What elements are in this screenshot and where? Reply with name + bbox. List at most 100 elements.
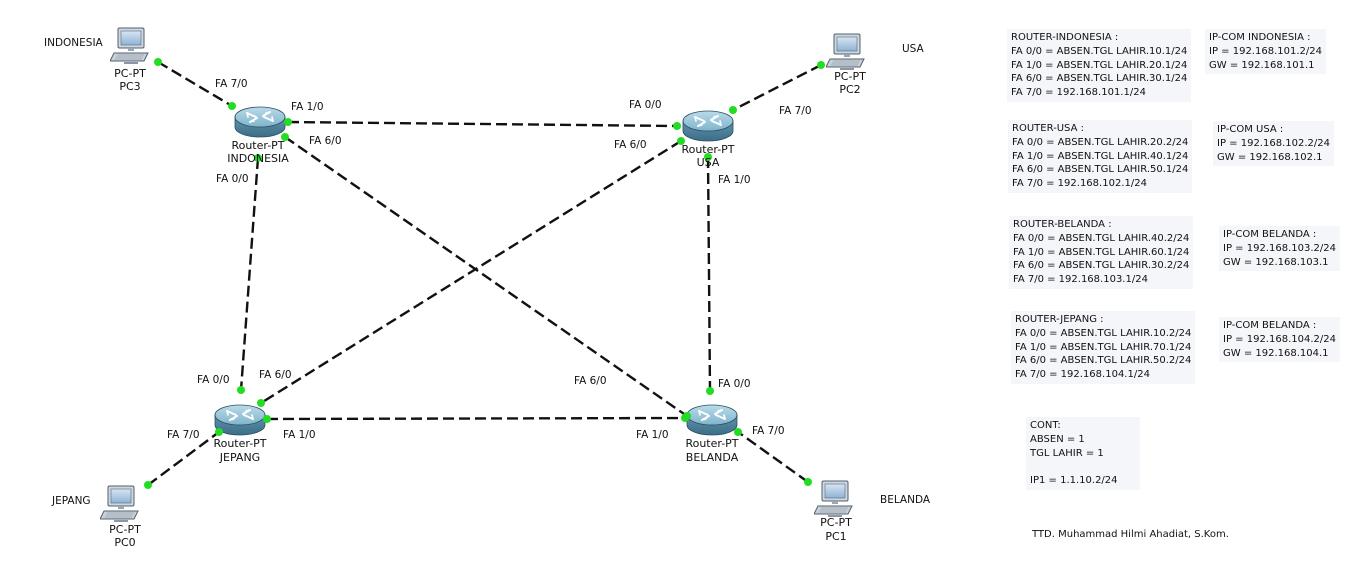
region-label-usa: USA <box>902 43 925 55</box>
router-belanda-type: Router-PT <box>685 437 738 450</box>
note-line: FA 6/0 = ABSEN.TGL LAHIR.50.1/24 <box>1012 164 1189 176</box>
router-usa-type: Router-PT <box>681 143 734 156</box>
note-line: FA 0/0 = ABSEN.TGL LAHIR.20.2/24 <box>1012 136 1189 148</box>
link-indonesia-usa[interactable] <box>287 120 678 128</box>
note-line: ABSEN = 1 <box>1030 433 1085 445</box>
note-router-indonesia[interactable]: ROUTER-INDONESIA : FA 0/0 = ABSEN.TGL LA… <box>1007 29 1192 102</box>
port-status-dots <box>144 58 825 489</box>
note-line: FA 7/0 = 192.168.104.1/24 <box>1015 369 1150 381</box>
router-usa-icon[interactable] <box>682 110 734 142</box>
link-indonesia-pc3[interactable] <box>157 60 233 108</box>
link-indonesia-belanda[interactable] <box>284 136 688 417</box>
router-belanda-icon[interactable] <box>686 404 738 436</box>
note-line: IP-COM BELANDA : <box>1223 320 1317 331</box>
note-line: IP-COM USA : <box>1217 124 1284 135</box>
port-label: FA 1/0 <box>718 174 751 186</box>
port-label: FA 1/0 <box>636 429 669 441</box>
signature: TTD. Muhammad Hilmi Ahadiat, S.Kom. <box>1032 529 1229 540</box>
note-line: FA 0/0 = ABSEN.TGL LAHIR.40.2/24 <box>1013 232 1190 244</box>
port-label: FA 0/0 <box>718 378 751 390</box>
note-line: FA 7/0 = 192.168.103.1/24 <box>1013 274 1148 286</box>
pc0-type: PC-PT <box>109 523 141 536</box>
note-line: IP-COM BELANDA : <box>1223 229 1317 240</box>
note-pc-usa[interactable]: IP-COM USA : IP = 192.168.102.2/24 GW = … <box>1213 121 1334 167</box>
router-indonesia-name: INDONESIA <box>227 152 289 165</box>
note-pc-indonesia[interactable]: IP-COM INDONESIA : IP = 192.168.101.2/24… <box>1205 29 1326 75</box>
port-label: FA 0/0 <box>197 374 230 386</box>
port-label: FA 7/0 <box>167 429 200 441</box>
router-indonesia-type: Router-PT <box>231 139 284 152</box>
link-jepang-belanda[interactable] <box>266 416 686 421</box>
note-pc-jepang[interactable]: IP-COM BELANDA : IP = 192.168.104.2/24 G… <box>1219 317 1340 363</box>
note-line: IP-COM INDONESIA : <box>1209 32 1311 43</box>
note-line: CONT: <box>1030 420 1061 431</box>
note-line: FA 6/0 = ABSEN.TGL LAHIR.50.2/24 <box>1015 355 1192 367</box>
note-line: FA 6/0 = ABSEN.TGL LAHIR.30.2/24 <box>1013 260 1190 272</box>
link-belanda-pc1[interactable] <box>737 431 809 483</box>
pc2-name: PC2 <box>839 83 860 96</box>
port-label: FA 0/0 <box>629 99 662 111</box>
note-router-jepang[interactable]: ROUTER-JEPANG : FA 0/0 = ABSEN.TGL LAHIR… <box>1011 311 1196 384</box>
note-line: ROUTER-USA : <box>1012 123 1084 134</box>
link-usa-pc2[interactable] <box>732 63 822 112</box>
region-label-belanda: BELANDA <box>880 494 931 506</box>
note-line: FA 0/0 = ABSEN.TGL LAHIR.10.2/24 <box>1015 327 1192 339</box>
port-label: FA 7/0 <box>779 105 812 117</box>
pc1-type: PC-PT <box>820 516 852 529</box>
note-line: IP = 192.168.103.2/24 <box>1223 242 1336 254</box>
note-line: GW = 192.168.102.1 <box>1217 151 1323 163</box>
port-label: FA 6/0 <box>309 135 342 147</box>
link-usa-belanda[interactable] <box>706 156 712 392</box>
note-line: IP = 192.168.104.2/24 <box>1223 333 1336 345</box>
router-jepang-type: Router-PT <box>213 437 266 450</box>
pc0-icon[interactable] <box>100 485 139 523</box>
pc3-name: PC3 <box>119 80 140 93</box>
router-jepang-name: JEPANG <box>219 451 260 464</box>
pc3-type: PC-PT <box>114 67 146 80</box>
port-label: FA 7/0 <box>215 78 248 90</box>
port-label: FA 1/0 <box>291 101 324 113</box>
note-line: FA 1/0 = ABSEN.TGL LAHIR.40.1/24 <box>1012 150 1189 162</box>
port-label: FA 6/0 <box>574 375 607 387</box>
note-line: FA 1/0 = ABSEN.TGL LAHIR.70.1/24 <box>1015 341 1192 353</box>
link-usa-jepang[interactable] <box>260 139 682 405</box>
note-line: FA 1/0 = ABSEN.TGL LAHIR.60.1/24 <box>1013 246 1190 258</box>
note-line: IP = 192.168.102.2/24 <box>1217 137 1330 149</box>
note-pc-belanda[interactable]: IP-COM BELANDA : IP = 192.168.103.2/24 G… <box>1219 226 1340 272</box>
note-line: ROUTER-JEPANG : <box>1015 314 1104 325</box>
note-router-belanda[interactable]: ROUTER-BELANDA : FA 0/0 = ABSEN.TGL LAHI… <box>1009 216 1194 289</box>
port-label: FA 1/0 <box>283 429 316 441</box>
note-line: FA 6/0 = ABSEN.TGL LAHIR.30.1/24 <box>1011 73 1188 85</box>
pc2-icon[interactable] <box>826 33 865 71</box>
pc2-type: PC-PT <box>834 70 866 83</box>
pc0-name: PC0 <box>114 536 135 549</box>
link-jepang-pc0[interactable] <box>147 431 220 486</box>
router-belanda-name: BELANDA <box>686 451 739 464</box>
note-line: FA 0/0 = ABSEN.TGL LAHIR.10.1/24 <box>1011 45 1188 57</box>
port-label: FA 0/0 <box>216 173 249 185</box>
port-label: FA 6/0 <box>614 139 647 151</box>
port-label: FA 7/0 <box>752 425 785 437</box>
note-line: GW = 192.168.104.1 <box>1223 347 1329 359</box>
note-line: IP = 192.168.101.2/24 <box>1209 45 1322 57</box>
pc3-icon[interactable] <box>110 27 149 65</box>
region-label-indonesia: INDONESIA <box>44 37 104 49</box>
note-line: FA 7/0 = 192.168.102.1/24 <box>1012 178 1147 190</box>
note-line: FA 7/0 = 192.168.101.1/24 <box>1011 87 1146 99</box>
note-line: ROUTER-INDONESIA : <box>1011 32 1119 43</box>
note-line <box>1030 460 1118 474</box>
router-indonesia-icon[interactable] <box>234 106 286 138</box>
pc1-icon[interactable] <box>814 480 853 518</box>
port-label: FA 6/0 <box>259 369 292 381</box>
note-cont[interactable]: CONT: ABSEN = 1 TGL LAHIR = 1 IP1 = 1.1.… <box>1026 417 1140 490</box>
note-line: GW = 192.168.101.1 <box>1209 59 1315 71</box>
note-line: TGL LAHIR = 1 <box>1030 447 1104 459</box>
router-usa-name: USA <box>697 156 720 169</box>
note-line: FA 1/0 = ABSEN.TGL LAHIR.20.1/24 <box>1011 59 1188 71</box>
note-line: GW = 192.168.103.1 <box>1223 256 1329 268</box>
link-indonesia-jepang[interactable] <box>239 157 260 391</box>
region-label-jepang: JEPANG <box>51 495 91 507</box>
note-router-usa[interactable]: ROUTER-USA : FA 0/0 = ABSEN.TGL LAHIR.20… <box>1008 120 1193 193</box>
